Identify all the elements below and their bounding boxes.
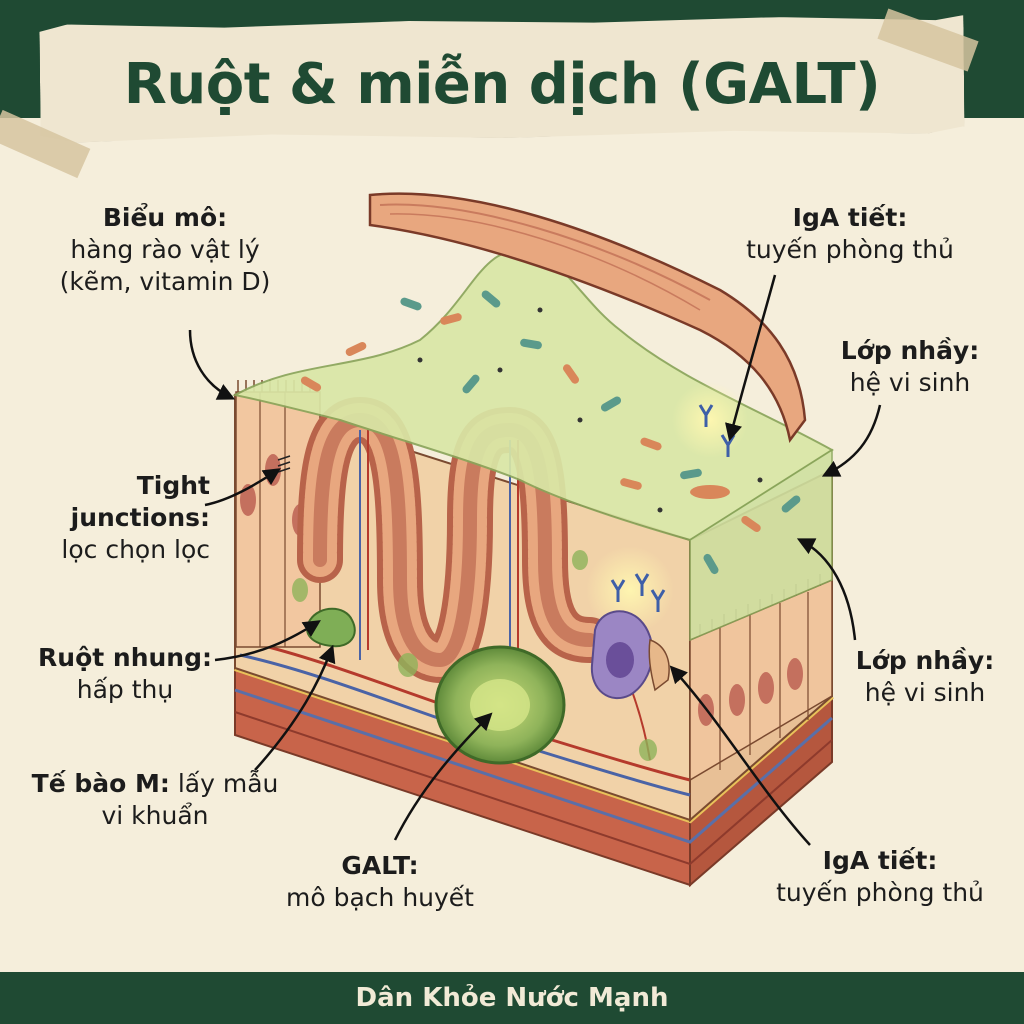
label-iga-bottom-desc: tuyến phòng thủ xyxy=(755,877,1005,909)
label-tight-junctions-title1: Tight xyxy=(20,470,210,502)
label-iga-top-title: IgA tiết: xyxy=(715,202,985,234)
label-villi-desc: hấp thụ xyxy=(30,674,220,706)
label-mucus-bottom-title: Lớp nhầy: xyxy=(830,645,1020,677)
label-tight-junctions-title2: junctions: xyxy=(20,502,210,534)
label-m-cell-line2: vi khuẩn xyxy=(20,800,290,832)
label-epithelium-title: Biểu mô: xyxy=(30,202,300,234)
label-villi-title: Ruột nhung: xyxy=(30,642,220,674)
galt-follicle xyxy=(436,647,564,763)
label-galt-title: GALT: xyxy=(265,850,495,882)
footer-text: Dân Khỏe Nước Mạnh xyxy=(0,972,1024,1024)
label-mucus-top-title: Lớp nhầy: xyxy=(810,335,1010,367)
label-mucus-top: Lớp nhầy: hệ vi sinh xyxy=(810,335,1010,399)
label-tight-junctions: Tight junctions: lọc chọn lọc xyxy=(20,470,210,566)
label-iga-bottom: IgA tiết: tuyến phòng thủ xyxy=(755,845,1005,909)
label-mucus-top-desc: hệ vi sinh xyxy=(810,367,1010,399)
label-epithelium-line2: (kẽm, vitamin D) xyxy=(30,266,300,298)
label-m-cell-title: Tế bào M: xyxy=(32,769,170,798)
label-tight-junctions-desc: lọc chọn lọc xyxy=(20,534,210,566)
m-cell xyxy=(307,609,355,646)
label-mucus-bottom-desc: hệ vi sinh xyxy=(830,677,1020,709)
label-villi: Ruột nhung: hấp thụ xyxy=(30,642,220,706)
label-mucus-bottom: Lớp nhầy: hệ vi sinh xyxy=(830,645,1020,709)
label-iga-bottom-title: IgA tiết: xyxy=(755,845,1005,877)
label-iga-top-desc: tuyến phòng thủ xyxy=(715,234,985,266)
label-m-cell: Tế bào M: lấy mẫu vi khuẩn xyxy=(20,768,290,832)
label-epithelium: Biểu mô: hàng rào vật lý (kẽm, vitamin D… xyxy=(30,202,300,298)
label-epithelium-line1: hàng rào vật lý xyxy=(30,234,300,266)
label-galt: GALT: mô bạch huyết xyxy=(265,850,495,914)
label-galt-desc: mô bạch huyết xyxy=(265,882,495,914)
label-m-cell-line1: lấy mẫu xyxy=(178,769,279,798)
label-iga-top: IgA tiết: tuyến phòng thủ xyxy=(715,202,985,266)
